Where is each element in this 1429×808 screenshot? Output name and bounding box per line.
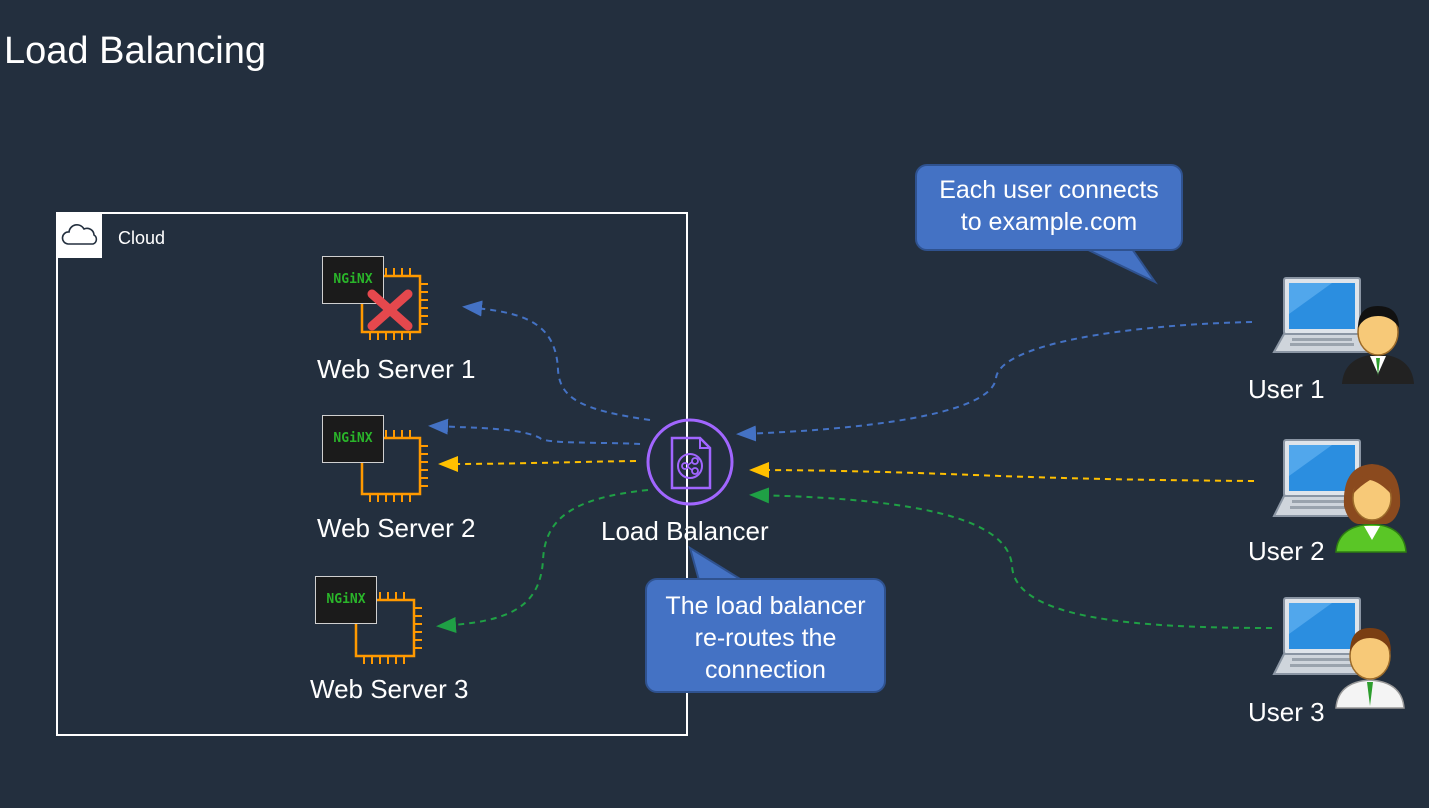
balancer-callout-line: connection	[705, 656, 826, 684]
lb-to-server1	[462, 300, 651, 421]
user2-connection	[749, 462, 1255, 482]
user-2-label: User 2	[1248, 536, 1325, 566]
ec2-chip-icon	[360, 268, 428, 340]
web-server-1-label: Web Server 1	[317, 354, 476, 384]
nginx-logo: NGiNX	[322, 415, 384, 463]
cloud-label: Cloud	[118, 228, 166, 248]
lb-to-server2-rerouted	[428, 418, 641, 445]
users-callout: Each user connects to example.com	[915, 164, 1183, 251]
web-server-3-label: Web Server 3	[310, 674, 469, 704]
page-title: Load Balancing	[4, 30, 266, 72]
users-callout-line: Each user connects	[939, 176, 1159, 204]
user1-connection	[736, 321, 1253, 442]
cloud-icon	[58, 214, 102, 258]
users-callout-line: to example.com	[960, 208, 1138, 236]
load-balancer-label: Load Balancer	[601, 516, 769, 546]
user-1-label: User 1	[1248, 374, 1325, 404]
nginx-logo: NGiNX	[315, 576, 377, 624]
failure-x-icon	[367, 289, 413, 331]
lb-to-server3	[436, 489, 649, 633]
cloud-group: Cloud	[56, 212, 688, 736]
laptop-man-shirt-icon	[1272, 597, 1405, 709]
laptop-man-suit-icon	[1272, 277, 1414, 384]
laptop-woman-icon	[1272, 439, 1407, 553]
nginx-logo: NGiNX	[322, 256, 384, 304]
user-3-label: User 3	[1248, 697, 1325, 727]
balancer-callout-line: re-routes the	[694, 624, 837, 652]
balancer-callout: The load balancer re-routes the connecti…	[645, 578, 886, 693]
balancer-callout-line: The load balancer	[665, 592, 866, 620]
lb-to-server2	[438, 455, 637, 472]
web-server-2-label: Web Server 2	[317, 513, 476, 543]
load-balancer-icon	[646, 418, 734, 506]
